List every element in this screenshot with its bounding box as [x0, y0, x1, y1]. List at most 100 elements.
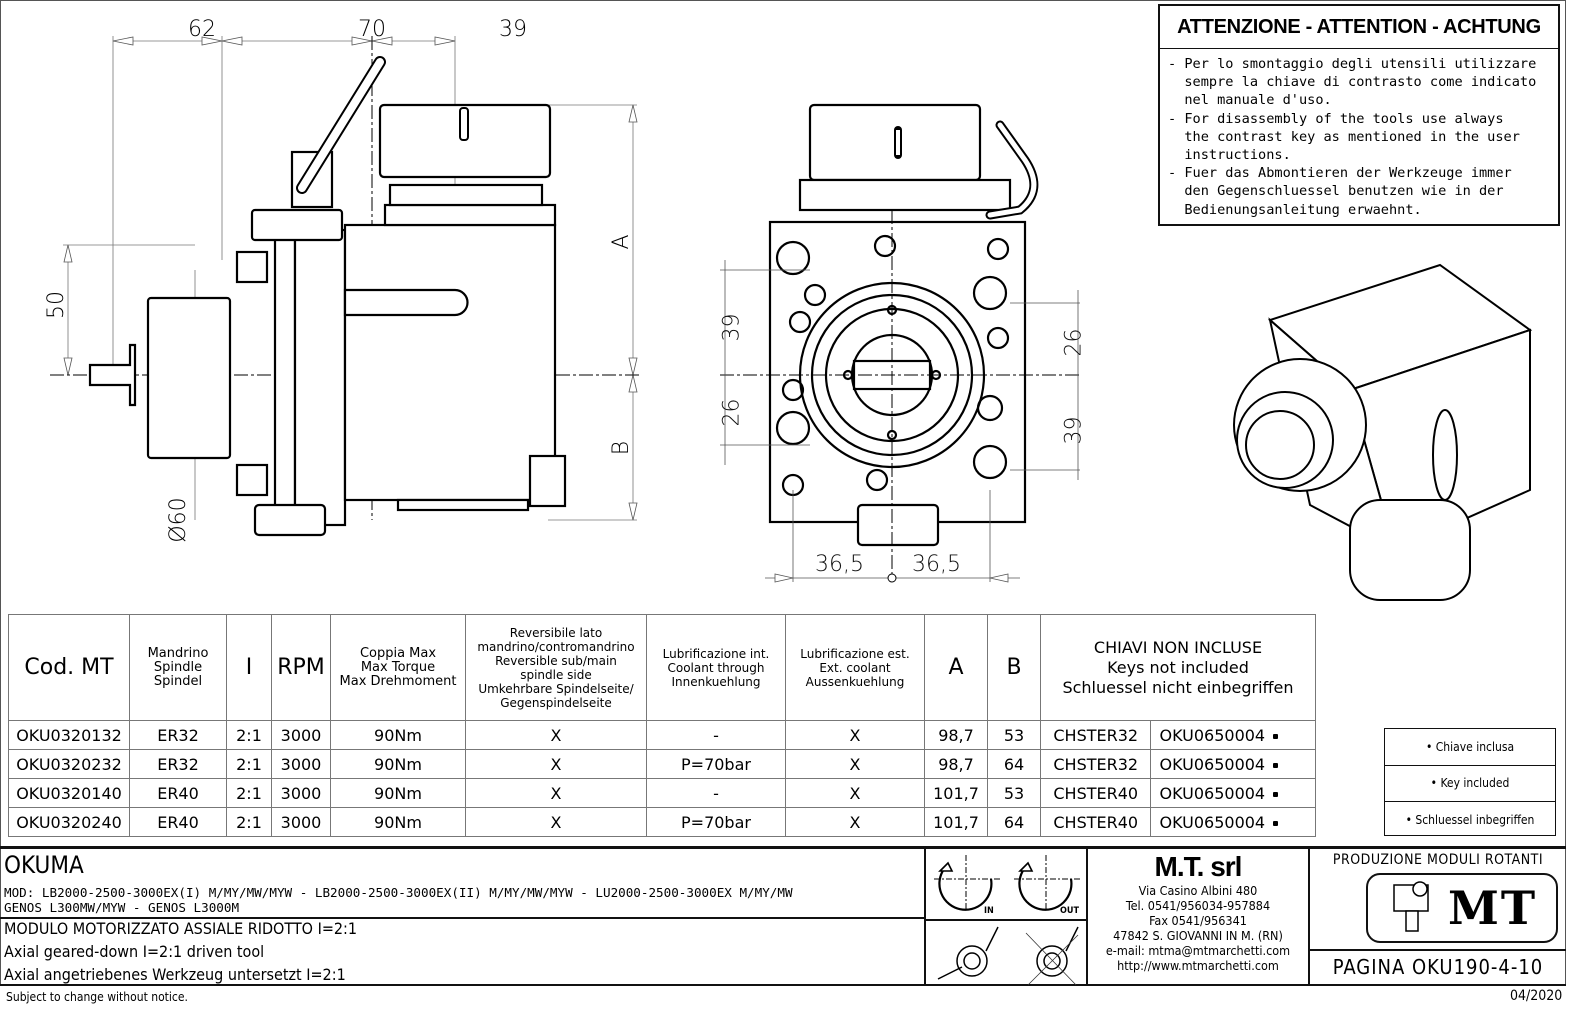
- key-legend-it: • Chiave inclusa: [1385, 729, 1555, 766]
- cell-a: 101,7: [924, 807, 988, 837]
- header-ratio: I: [226, 614, 272, 721]
- isometric-view-drawing: [1233, 263, 1533, 601]
- dim-front-bottom-left: 36,5: [815, 552, 864, 577]
- title-block-description: OKUMA MOD: LB2000-2500-3000EX(I) M/MY/MW…: [0, 849, 924, 984]
- warning-body: - Per lo smontaggio degli utensili utili…: [1160, 49, 1558, 219]
- cell-reversible: X: [465, 807, 647, 837]
- rotary-module-icon: [1393, 881, 1429, 932]
- dim-39: 39: [499, 17, 527, 42]
- cell-b: 64: [987, 749, 1041, 779]
- key-included-bullet-icon: [1273, 791, 1279, 797]
- cell-ratio: 2:1: [226, 749, 272, 779]
- header-rpm: RPM: [271, 614, 331, 721]
- company-website[interactable]: http://www.mtmarchetti.com: [1117, 958, 1279, 973]
- cell-key2: OKU0650004: [1150, 807, 1316, 837]
- rotation-in-label: IN: [984, 906, 994, 916]
- rotation-icons: IN OUT: [924, 849, 1088, 986]
- cell-a: 98,7: [924, 720, 988, 750]
- dim-70: 70: [358, 17, 386, 42]
- cell-ratio: 2:1: [226, 807, 272, 837]
- warning-line: sempre la chiave di contrasto come indic…: [1168, 74, 1537, 91]
- company-tel: Tel. 0541/956034-957884: [1125, 898, 1271, 913]
- dim-front-left-26: 26: [719, 398, 745, 427]
- rotation-out-label: OUT: [1060, 906, 1079, 916]
- company-city: 47842 S. GIOVANNI IN M. (RN): [1113, 928, 1283, 943]
- cell-torque: 90Nm: [330, 720, 466, 750]
- header-b: B: [987, 614, 1041, 721]
- key-included-bullet-icon: [1273, 733, 1279, 739]
- company-address: Via Casino Albini 480: [1138, 883, 1258, 898]
- warning-line: den Gegenschluessel benutzen wie in der: [1168, 183, 1504, 200]
- rotation-direction-icon: IN OUT: [934, 855, 1081, 916]
- key-included-bullet-icon: [1273, 820, 1279, 826]
- dim-label-b: B: [609, 441, 634, 455]
- cell-coolant-ext: X: [785, 807, 925, 837]
- production-label: PRODUZIONE MODULI ROTANTI: [1332, 852, 1544, 868]
- company-email[interactable]: e-mail: mtma@mtmarchetti.com: [1105, 943, 1291, 958]
- cell-rpm: 3000: [271, 720, 331, 750]
- cell-spindle: ER32: [129, 720, 227, 750]
- cell-key2: OKU0650004: [1150, 778, 1316, 808]
- warning-title: ATTENZIONE - ATTENTION - ACHTUNG: [1160, 6, 1558, 49]
- cell-spindle: ER40: [129, 778, 227, 808]
- cell-b: 53: [987, 778, 1041, 808]
- company-fax: Fax 0541/956341: [1149, 913, 1247, 928]
- title-block: OKUMA MOD: LB2000-2500-3000EX(I) M/MY/MW…: [0, 846, 1566, 986]
- header-code: Cod. MT: [8, 614, 130, 721]
- dim-front-right-26: 26: [1061, 328, 1087, 357]
- cell-ratio: 2:1: [226, 720, 272, 750]
- cell-code: OKU0320140: [8, 778, 130, 808]
- cell-a: 101,7: [924, 778, 988, 808]
- dim-62: 62: [188, 17, 216, 42]
- mt-logo: MT: [1366, 873, 1558, 943]
- cell-rpm: 3000: [271, 749, 331, 779]
- cell-key1: CHSTER40: [1039, 807, 1152, 837]
- description-it: MODULO MOTORIZZATO ASSIALE RIDOTTO I=2:1: [4, 919, 358, 938]
- cell-key1: CHSTER40: [1039, 778, 1152, 808]
- cell-code: OKU0320240: [8, 807, 130, 837]
- key-included-bullet-icon: [1273, 762, 1279, 768]
- dim-50: 50: [44, 291, 69, 319]
- cell-key2: OKU0650004: [1150, 749, 1316, 779]
- description-en: Axial geared-down I=2:1 driven tool: [4, 942, 265, 961]
- cell-key1: CHSTER32: [1039, 749, 1152, 779]
- company-info: M.T. srl Via Casino Albini 480 Tel. 0541…: [1088, 849, 1310, 984]
- cell-reversible: X: [465, 749, 647, 779]
- cell-coolant-int: P=70bar: [646, 749, 786, 779]
- cell-coolant-int: -: [646, 720, 786, 750]
- header-a: A: [924, 614, 988, 721]
- cell-rpm: 3000: [271, 807, 331, 837]
- cell-spindle: ER32: [129, 749, 227, 779]
- cell-rpm: 3000: [271, 778, 331, 808]
- machine-models-line2: GENOS L300MW/MYW - GENOS L3000M: [4, 900, 240, 915]
- cell-coolant-int: P=70bar: [646, 807, 786, 837]
- logo-text: MT: [1448, 881, 1538, 935]
- cell-ratio: 2:1: [226, 778, 272, 808]
- company-name: M.T. srl: [1154, 851, 1243, 882]
- cell-coolant-ext: X: [785, 720, 925, 750]
- cell-code: OKU0320232: [8, 749, 130, 779]
- side-view-drawing: 62 70 39 50 Ø60 A B: [44, 17, 640, 543]
- cell-key1: CHSTER32: [1039, 720, 1152, 750]
- revision-date: 04/2020: [1510, 988, 1563, 1004]
- dim-front-bottom-right: 36,5: [912, 552, 961, 577]
- warning-line: Bedienungsanleitung erwaehnt.: [1168, 201, 1422, 218]
- cell-a: 98,7: [924, 749, 988, 779]
- cell-spindle: ER40: [129, 807, 227, 837]
- cell-code: OKU0320132: [8, 720, 130, 750]
- dim-label-a: A: [609, 234, 634, 249]
- dim-diameter-60: Ø60: [166, 497, 191, 542]
- cell-key2: OKU0650004: [1150, 720, 1316, 750]
- page-number: PAGINA OKU190-4-10: [1332, 955, 1544, 979]
- machine-models-line1: MOD: LB2000-2500-3000EX(I) M/MY/MW/MYW -…: [4, 885, 793, 900]
- disclaimer-note: Subject to change without notice.: [6, 990, 188, 1004]
- warning-line: the contrast key as mentioned in the use…: [1168, 128, 1520, 145]
- warning-line: - For disassembly of the tools use alway…: [1168, 110, 1504, 127]
